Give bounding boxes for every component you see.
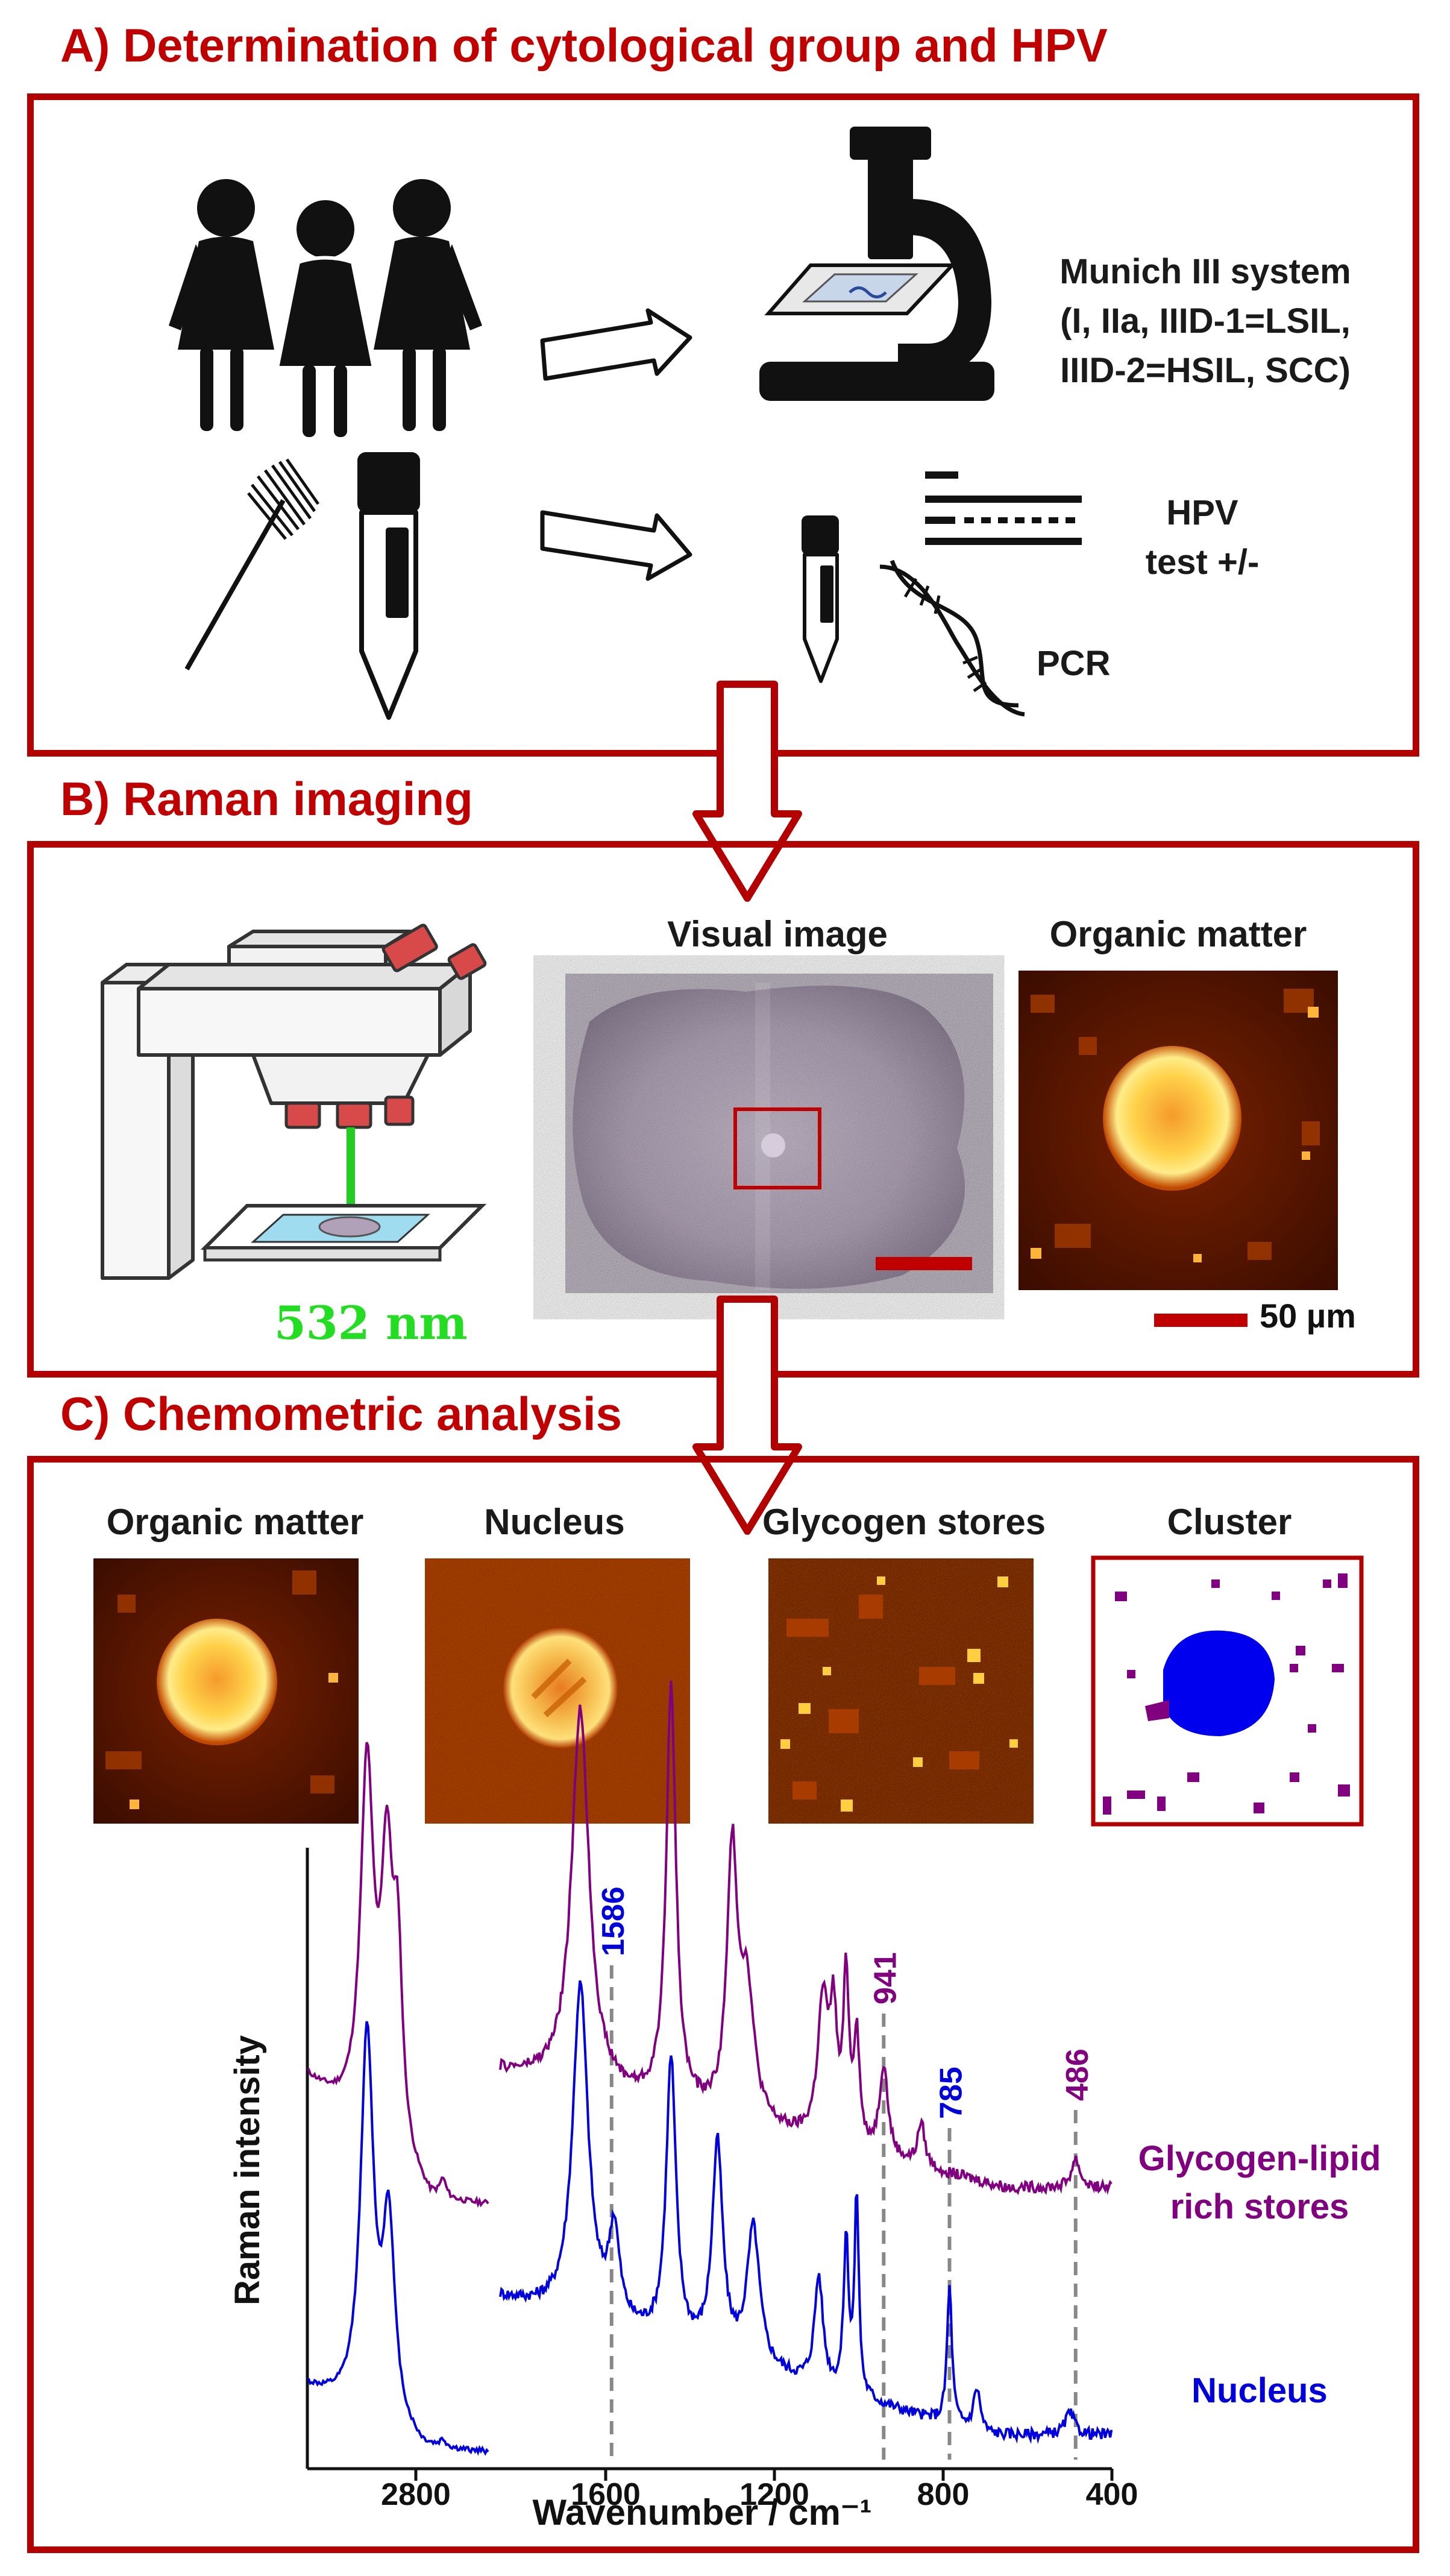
gel-bands-icon	[925, 471, 1082, 545]
cluster-map	[1091, 1555, 1364, 1827]
spectrum-lines	[307, 1680, 1113, 2456]
series-label-glycogen-lipid-rich-stores-1: rich stores	[1170, 2187, 1349, 2226]
nucleus-map	[425, 1558, 690, 1824]
hpv-test-text: HPV test +/-	[1133, 488, 1272, 587]
peak-guides: 1586 941 785 486	[596, 1886, 1095, 2460]
munich-system-text: Munich III system (I, IIa, IIID-1=LSIL, …	[1000, 247, 1410, 395]
section-c-title: C) Chemometric analysis	[60, 1387, 623, 1440]
series-nucleus-high-range	[307, 2021, 489, 2456]
x-ticks	[414, 2469, 1114, 2481]
panel-c	[27, 1456, 1419, 2553]
map-title-glycogen: Glycogen stores	[762, 1502, 1046, 1542]
peak-label-785: 785	[934, 2067, 969, 2119]
red-arrow-b-to-c-icon	[692, 1296, 802, 1535]
hpv-line-1: HPV	[1166, 493, 1238, 532]
visual-image-photo	[565, 974, 993, 1293]
sample-tube-icon	[357, 452, 420, 720]
laser-wavelength-label: 532 nm	[274, 1296, 468, 1350]
map-title-nucleus: Nucleus	[484, 1502, 625, 1542]
raman-spectrum-chart: 1586 941 785 486 2800 1600 1200 800 400 Raman i…	[228, 1680, 1381, 2533]
organic-matter-map-b	[1018, 971, 1338, 1290]
x-tick-label-1600: 1600	[571, 2477, 641, 2512]
section-b-title: B) Raman imaging	[60, 772, 473, 825]
dna-helix-icon	[879, 559, 1025, 717]
scale-bar-label: 50 µm	[1260, 1297, 1356, 1335]
women-group-icon	[169, 179, 482, 437]
series-label-glycogen-lipid-rich-stores-0: Glycogen-lipid	[1138, 2139, 1381, 2178]
munich-line-3: IIID-2=HSIL, SCC)	[1060, 351, 1351, 390]
glycogen-stores-map	[768, 1558, 1034, 1824]
munich-line-1: Munich III system	[1059, 252, 1351, 291]
series-glycogen-lipid-rich-stores-high-range	[307, 1742, 489, 2208]
section-a-title: A) Determination of cytological group an…	[60, 19, 1108, 72]
organic-matter-map-c	[93, 1558, 359, 1824]
y-axis-label: Raman intensity	[228, 2035, 267, 2305]
peak-label-1586: 1586	[596, 1886, 631, 1956]
x-tick-label-800: 800	[917, 2477, 970, 2512]
peak-label-941: 941	[868, 1952, 903, 2004]
organic-matter-title-b: Organic matter	[1049, 914, 1307, 954]
raman-microscope-icon	[101, 924, 487, 1280]
arrow-to-pcr-icon	[540, 510, 692, 581]
microscope-icon	[759, 127, 994, 401]
x-tick-label-1200: 1200	[739, 2477, 809, 2512]
x-tick-labels: 2800 1600 1200 800 400	[381, 2477, 1138, 2512]
series-nucleus-fingerprint	[499, 1980, 1113, 2444]
map-title-cluster: Cluster	[1167, 1502, 1292, 1542]
cytobrush-icon	[184, 458, 320, 670]
pcr-label: PCR	[1037, 644, 1111, 683]
small-tube-icon	[802, 515, 839, 683]
series-glycogen-lipid-rich-stores-fingerprint	[499, 1680, 1113, 2196]
visual-image-title: Visual image	[667, 914, 888, 954]
x-axis-label: Wavenumber / cm⁻¹	[533, 2492, 872, 2533]
peak-label-486: 486	[1060, 2049, 1095, 2101]
x-tick-label-2800: 2800	[381, 2477, 451, 2512]
arrow-to-microscope-icon	[540, 308, 692, 381]
x-tick-label-400: 400	[1086, 2477, 1138, 2512]
series-label-nucleus-0: Nucleus	[1191, 2371, 1328, 2410]
munich-line-2: (I, IIa, IIID-1=LSIL,	[1060, 301, 1351, 341]
scale-bar	[1154, 1314, 1248, 1327]
map-title-organic: Organic matter	[106, 1502, 364, 1542]
hpv-line-2: test +/-	[1145, 543, 1260, 582]
